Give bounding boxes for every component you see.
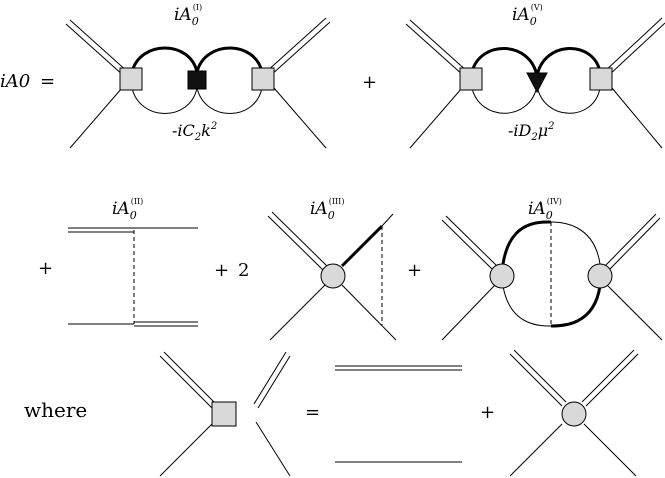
diagram-V-leg-top-right-b <box>607 22 665 77</box>
diagram-V-vertex-right <box>589 67 613 91</box>
diagram-IV-leg-top-right-a <box>604 213 657 267</box>
diagram-I-loop-right-bottom <box>196 87 263 114</box>
diagram-V-leg-bottom-right <box>611 87 663 149</box>
diagram-IV-leg-bottom-right <box>606 284 663 341</box>
diagram-V-loop-left-bottom <box>471 85 538 114</box>
def-circ-leg-top-left-a <box>513 349 567 403</box>
diagram-V-loop-left-top <box>470 47 539 77</box>
vertex-D2-label: -iD2μ2 <box>508 121 555 143</box>
lhs-equals: = <box>40 71 55 92</box>
def-circle-vertex <box>561 401 587 427</box>
diagram-III-leg-bottom-right <box>341 284 397 341</box>
diagram-V-vertex-d2 <box>526 72 548 94</box>
diagram-IV-vertex-right <box>587 263 613 289</box>
def-box-leg-bottom-left <box>159 421 215 477</box>
diagram-I-leg-top-left-a <box>69 19 129 73</box>
def-box-leg-top-right-b <box>257 355 291 409</box>
diagram-IV-leg-top-left-b <box>441 219 494 271</box>
circle-vertex-definition <box>509 349 639 477</box>
diagram-IV-loop-bottom-right <box>550 285 602 328</box>
def-circ-leg-top-right-a <box>581 349 635 403</box>
diagram-I-vertex-c2 <box>187 70 207 90</box>
diagram-IV-vertex-left <box>489 263 515 289</box>
diagram-I-leg-top-right-a <box>265 17 327 73</box>
def-circ-leg-bottom-left <box>509 423 563 477</box>
def-circ-leg-bottom-right <box>583 423 637 477</box>
diagram-V-loop-right-bottom <box>536 85 601 114</box>
def-circ-leg-top-right-b <box>585 353 639 407</box>
diagram-I-leg-top-left-b <box>65 23 125 77</box>
diagram-I-leg-bottom-right <box>273 87 327 149</box>
diagram-V-vertex-left <box>459 67 483 91</box>
diagram-III-heavy-line-ext <box>381 213 394 227</box>
plus-2: + <box>38 258 53 279</box>
diagram-V-leg-top-left-a <box>409 19 469 73</box>
def-box-leg-top-right-a <box>253 351 287 405</box>
diagram-V <box>405 17 665 149</box>
diagram-I-leg-top-right-b <box>269 21 331 77</box>
diagram-V-leg-bottom-left <box>409 87 463 149</box>
def-box-leg-top-left-a <box>163 351 217 405</box>
amp-IV-label: iA0(IV) <box>528 197 562 222</box>
where-label: where <box>24 398 87 422</box>
diagram-I <box>65 17 331 149</box>
diagram-V-leg-top-right-a <box>603 17 663 73</box>
diagram-III-vertex <box>320 263 346 289</box>
diagram-III-leg-top-left-b <box>267 215 324 271</box>
def-box-vertex <box>211 401 237 427</box>
amp-II-label: iA0(II) <box>112 197 143 222</box>
diagram-I-loop-left-top <box>130 46 199 73</box>
diagram-IV-leg-top-right-b <box>608 217 661 271</box>
diagram-IV-leg-bottom-left <box>441 284 496 341</box>
plus-5: + <box>480 402 495 423</box>
plus-1: + <box>362 72 377 93</box>
diagram-V-loop-right-top <box>535 47 602 77</box>
def-box-leg-bottom-right <box>255 421 291 477</box>
amp-I-label: iA0(I) <box>174 3 202 28</box>
diagram-I-loop-left-bottom <box>131 87 198 114</box>
diagram-III-heavy-line <box>340 224 384 268</box>
lhs-text: iA0 <box>0 71 30 92</box>
plus-4: + <box>407 260 422 281</box>
diagram-III-leg-bottom-left <box>269 284 326 341</box>
diagram-I-leg-bottom-left <box>69 87 123 149</box>
definition-equals: = <box>305 402 320 423</box>
diagram-IV-loop-bottom-left <box>502 285 552 327</box>
def-box-leg-top-left-b <box>159 355 213 409</box>
box-vertex-definition <box>159 351 291 477</box>
coefficient-two: 2 <box>238 260 249 281</box>
lhs-amplitude-label: iA0 <box>0 71 30 92</box>
free-propagation <box>335 365 462 463</box>
diagram-IV-loop-top-left <box>501 220 552 265</box>
diagram-I-loop-right-top <box>195 46 264 73</box>
diagram-I-vertex-left <box>119 67 143 91</box>
vertex-C2-label: -iC2k2 <box>172 121 217 143</box>
diagram-II <box>68 227 198 327</box>
plus-3: + <box>214 260 229 281</box>
diagram-III <box>267 211 397 341</box>
diagram-IV-leg-top-left-a <box>445 215 498 267</box>
diagram-IV-loop-top-right <box>550 221 601 265</box>
amp-V-label: iA0(V) <box>512 3 543 28</box>
def-circ-leg-top-left-b <box>509 353 563 407</box>
diagram-I-vertex-right <box>251 67 275 91</box>
diagram-III-leg-top-left-a <box>271 211 328 267</box>
diagram-IV <box>441 213 663 341</box>
diagram-V-leg-top-left-b <box>405 23 465 77</box>
amp-III-label: iA0(III) <box>310 197 344 222</box>
